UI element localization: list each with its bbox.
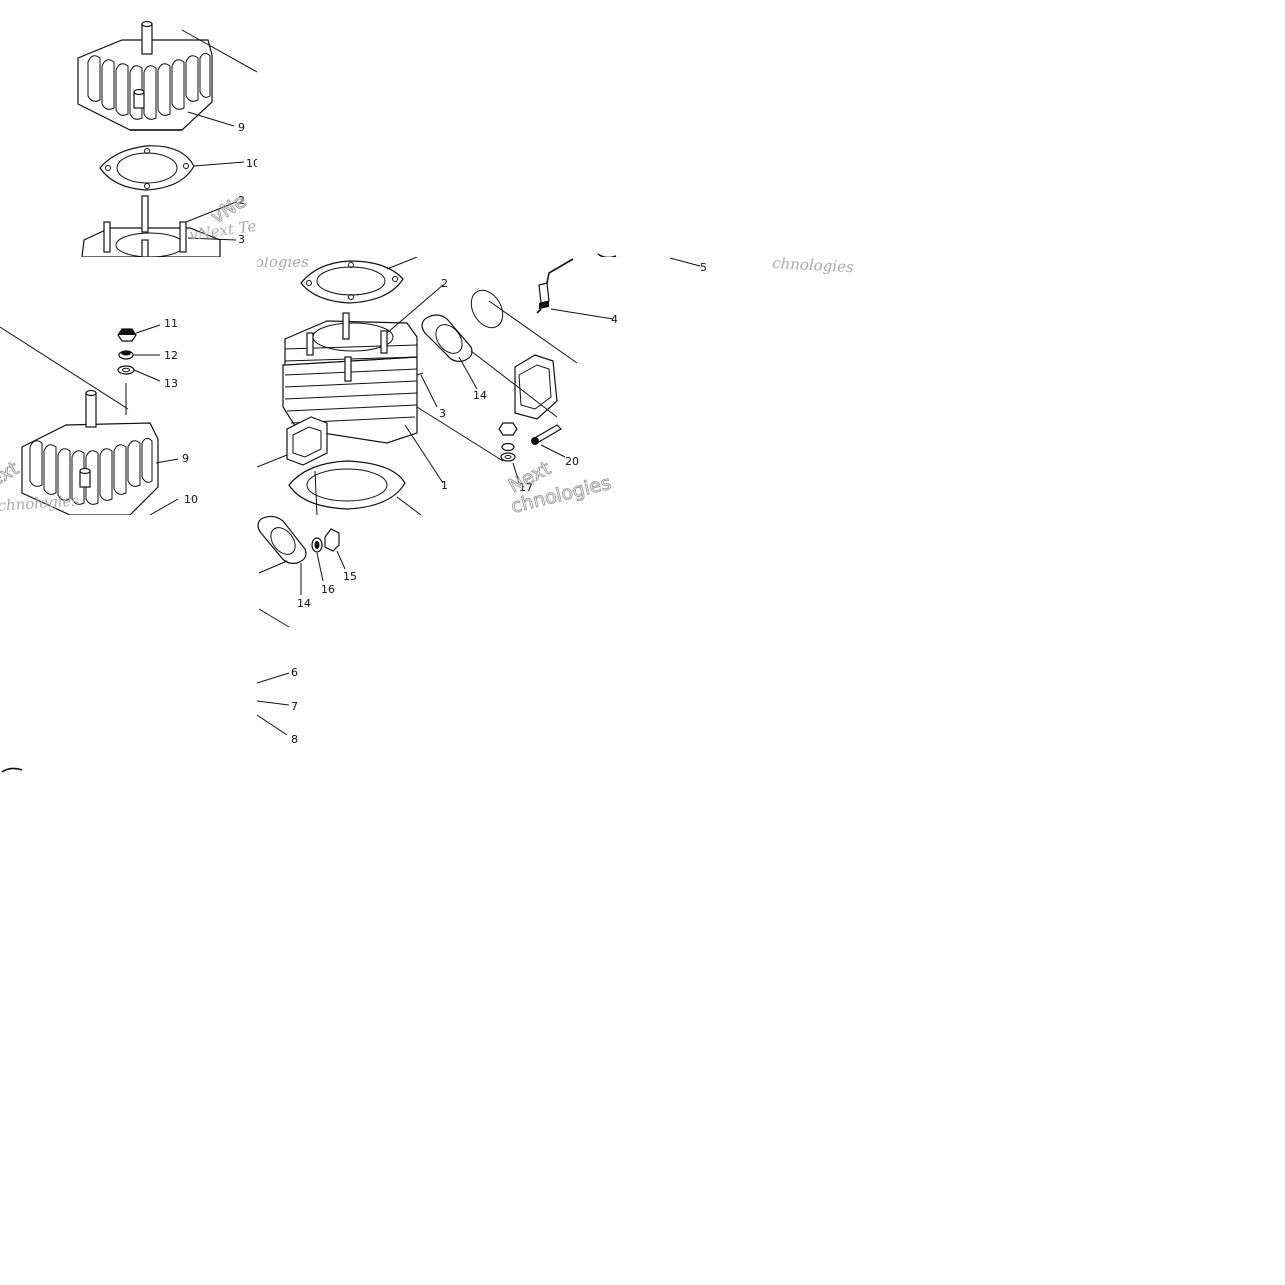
- callout-2: 2: [238, 194, 245, 207]
- callout-5: 5: [700, 261, 707, 274]
- diagram-tile-cylinder-head: 9 10 2 3 vNe vNext Tec: [70, 0, 257, 257]
- callout-13: 13: [164, 377, 178, 390]
- cylinder-head-drawing: 9 10 2 3 vNe vNext Tec: [77, 20, 257, 257]
- cylinder-drawing: 2 14 3 1 4 20 17 ologies Next chnologies: [257, 257, 617, 515]
- watermark-text: ext: [0, 457, 23, 491]
- callout-14: 14: [297, 597, 311, 610]
- callout-15: 15: [343, 570, 357, 583]
- diagram-tile-cylinder: 2 14 3 1 4 20 17 ologies Next chnologies: [257, 257, 617, 515]
- strip-drawing: 5 chnologies: [597, 253, 854, 274]
- callout-3: 3: [238, 233, 245, 246]
- callout-14: 14: [473, 389, 487, 402]
- callout-20: 20: [565, 455, 579, 468]
- callout-8: 8: [291, 733, 298, 745]
- callout-6: 6: [291, 666, 298, 679]
- callout-10: 10: [246, 157, 257, 170]
- diagram-tile-cylinder-head-2: 11 12 13 9 10 ext chnologies: [0, 257, 257, 515]
- callout-12: 12: [164, 349, 178, 362]
- watermark-text: chnologies: [0, 491, 80, 515]
- cylinder-head-2-drawing: 11 12 13 9 10 ext chnologies: [0, 317, 198, 515]
- callout-9: 9: [182, 452, 189, 465]
- callout-4: 4: [611, 313, 617, 326]
- callout-10: 10: [184, 493, 198, 506]
- stray-mark: [1, 767, 23, 773]
- callout-3: 3: [439, 407, 446, 420]
- watermark-text: chnologies: [772, 254, 854, 274]
- diagram-tile-strip: 5 chnologies: [514, 230, 854, 274]
- callout-2: 2: [441, 277, 448, 290]
- callout-7: 7: [291, 700, 298, 713]
- callout-1: 1: [441, 479, 448, 492]
- callout-11: 11: [164, 317, 178, 330]
- fittings-drawing: 14 16 15 6 7 8: [257, 515, 357, 745]
- callout-16: 16: [321, 583, 335, 596]
- watermark-text: ologies: [257, 257, 309, 271]
- callout-17: 17: [519, 481, 533, 494]
- diagram-tile-fittings: 14 16 15 6 7 8: [257, 515, 377, 745]
- callout-9: 9: [238, 121, 245, 134]
